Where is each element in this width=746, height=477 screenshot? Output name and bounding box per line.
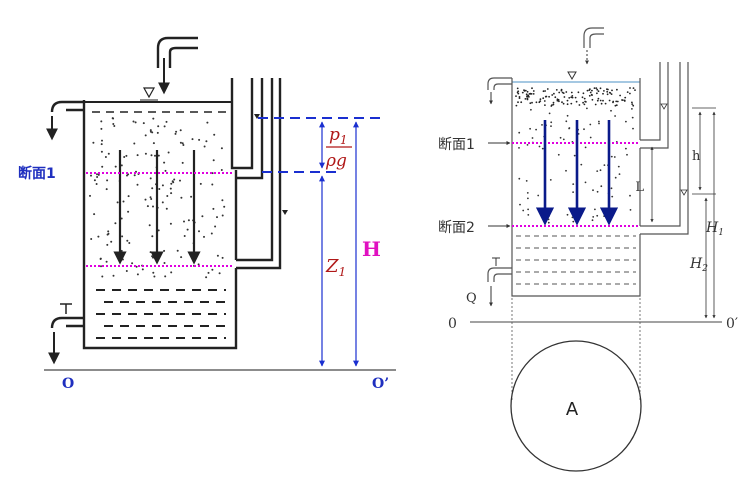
right-dense-sand: [515, 87, 636, 107]
right-tank-wall: [511, 78, 641, 297]
right-flow-arrows: [535, 120, 619, 226]
left-elevation-head: Z1: [325, 256, 346, 279]
right-overflow-pipe: [487, 77, 512, 90]
left-pressure-head-numerator: p1: [329, 125, 348, 147]
right-head2-label: H2: [689, 256, 708, 274]
left-inflow-pipe: [156, 36, 198, 68]
right-inflow-pipe: [583, 27, 604, 48]
right-section1-label: 断面1: [438, 137, 475, 153]
left-piezometer-2: [236, 78, 282, 270]
right-head-loss-label: h: [692, 149, 701, 164]
left-flow-arrows: [113, 150, 201, 265]
right-datum-0: 0: [448, 316, 457, 332]
right-datum-0-prime: 0′: [726, 316, 738, 332]
right-piezometer-1: [640, 62, 661, 141]
left-gravel-layer: [96, 289, 226, 339]
right-flow-label: Q: [466, 291, 477, 306]
right-length-label: L: [635, 180, 644, 195]
right-water-level-icon: [567, 71, 577, 81]
left-datum-o-prime: O’: [372, 376, 389, 392]
right-outlet-pipe: [487, 267, 512, 282]
left-diagram: 断面1 p1 ρg Z1 H O O’: [18, 36, 396, 392]
left-datum-o: O: [62, 376, 74, 392]
right-piezometer-2: [640, 62, 681, 227]
left-outlet-pipe: [50, 316, 84, 329]
right-section2-label: 断面2: [438, 220, 475, 236]
right-area-label: A: [566, 399, 579, 420]
left-tank-wall: [82, 100, 238, 350]
left-pressure-head-denominator: ρg: [325, 151, 347, 171]
right-gravel-layer: [516, 235, 636, 285]
right-diagram: 断面1 断面2 L h H1 H2 Q 0 0′ A: [438, 27, 738, 472]
right-area-circle: [510, 340, 642, 472]
left-piezometer-1: [230, 78, 254, 170]
left-total-head: H: [362, 237, 381, 261]
right-head1-label: H1: [705, 220, 724, 238]
left-section-label: 断面1: [18, 165, 56, 182]
left-overflow-pipe: [50, 100, 84, 113]
left-water-level-icon: [142, 87, 156, 99]
